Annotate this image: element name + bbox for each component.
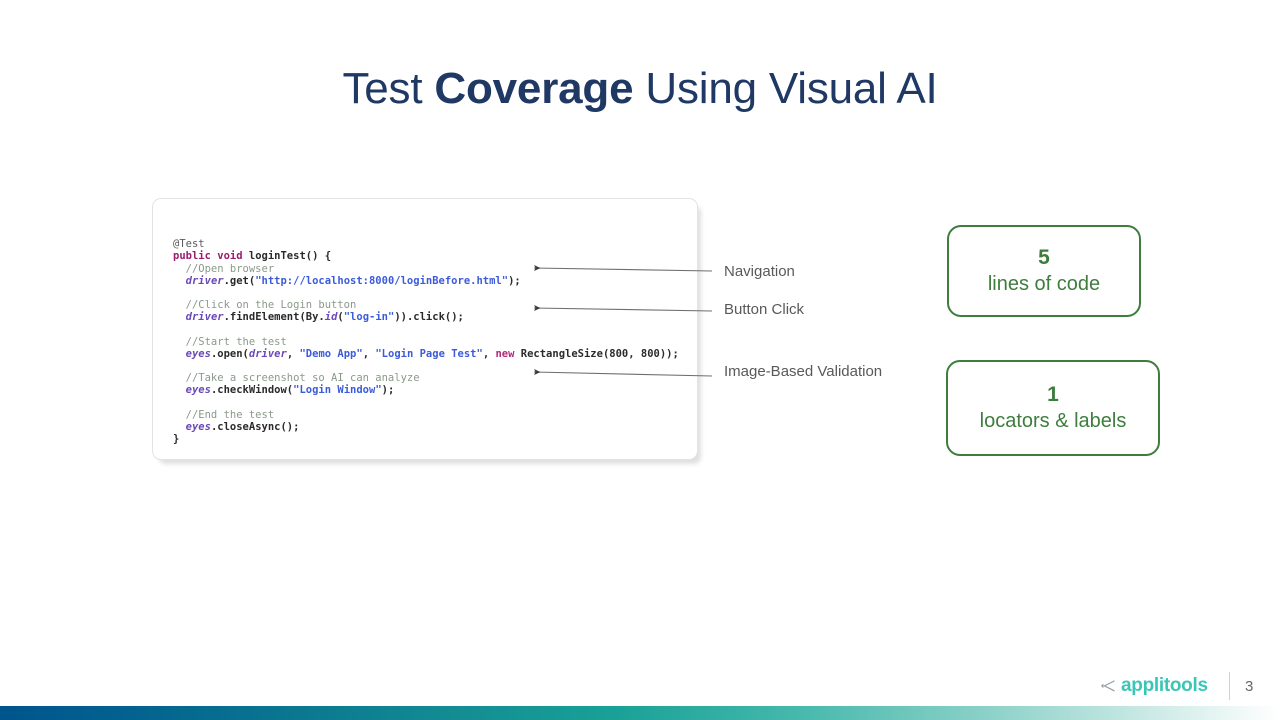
page-title-emphasis: Coverage <box>434 64 634 113</box>
stat-box-lines-of-code: 5 lines of code <box>947 225 1141 317</box>
code-line-blank <box>173 324 679 336</box>
code-line: //End the test <box>173 408 275 421</box>
bottom-gradient-bar <box>0 706 1280 720</box>
footer-divider <box>1229 672 1230 700</box>
code-line-blank <box>173 397 679 409</box>
applitools-logo: applitools <box>1100 676 1208 695</box>
code-line: //Start the test <box>173 335 287 348</box>
code-line: } <box>173 433 180 446</box>
code-line: @Test <box>173 238 205 251</box>
stat-box-locators-and-labels: 1 locators & labels <box>946 360 1160 456</box>
annotation-label-navigation: Navigation <box>724 263 795 280</box>
code-line: //Click on the Login button <box>173 299 357 312</box>
page-title-part1: Test <box>342 64 435 113</box>
page-title-part2: Using Visual AI <box>633 64 938 113</box>
code-line: public void loginTest() { <box>173 250 332 263</box>
applitools-wordmark: applitools <box>1121 675 1208 696</box>
code-line: eyes.checkWindow("Login Window"); <box>185 384 395 397</box>
page-title: Test Coverage Using Visual AI <box>0 62 1280 116</box>
code-line: eyes.closeAsync(); <box>185 421 300 434</box>
code-line-blank <box>173 287 679 299</box>
stat-number: 5 <box>1038 246 1050 269</box>
code-line: driver.get("http://localhost:8000/loginB… <box>185 274 521 287</box>
page-number: 3 <box>1245 678 1254 695</box>
stat-caption: lines of code <box>987 273 1101 295</box>
code-line: driver.findElement(By.id("log-in")).clic… <box>185 311 464 324</box>
stat-number: 1 <box>1047 383 1059 406</box>
code-line: //Take a screenshot so AI can analyze <box>173 372 420 385</box>
annotation-label-button-click: Button Click <box>724 301 805 318</box>
annotation-label-image-based-validation: Image-Based Validation <box>724 363 883 380</box>
stat-caption: locators & labels <box>979 410 1127 432</box>
code-line-blank <box>173 360 679 372</box>
applitools-eye-icon <box>1101 679 1115 692</box>
code-line: //Open browser <box>173 262 275 275</box>
code-line: eyes.open(driver, "Demo App", "Login Pag… <box>185 347 679 360</box>
